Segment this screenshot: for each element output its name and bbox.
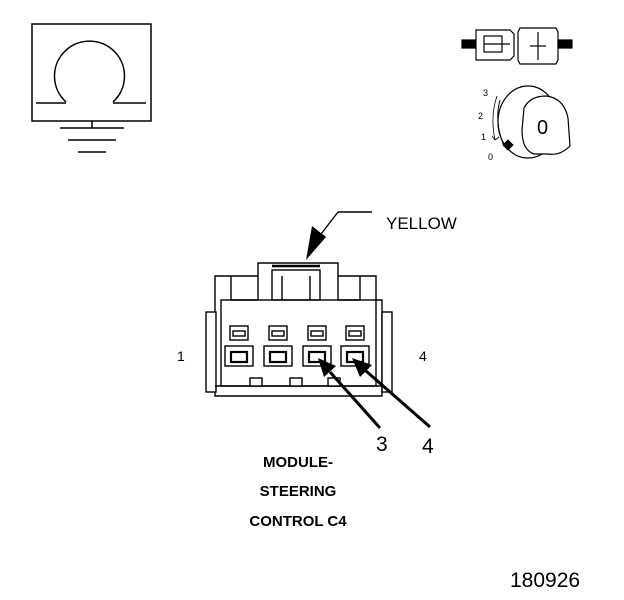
ground-symbol-icon [31,23,152,153]
pin-3-callout-label: 3 [376,433,388,456]
color-callout-leader [306,211,372,260]
ignition-key-icon [491,85,571,159]
terminal-cavity-1 [224,325,254,367]
connector-title-line-2: STEERING [259,483,337,500]
pin-3-arrow [318,358,382,429]
key-position-1: 1 [481,132,487,142]
pin-1-label: 1 [177,348,185,364]
connector-c4 [205,262,393,397]
pin-4-callout-label: 4 [422,435,434,458]
figure-number: 180926 [510,569,581,592]
pin-4-arrow [352,358,431,429]
key-position-2: 2 [478,111,484,121]
wire-color-label: YELLOW [386,214,457,233]
key-position-3: 3 [483,88,489,98]
connector-plug-icon [461,27,573,65]
connector-title-line-3: CONTROL C4 [249,513,347,530]
terminal-cavity-3 [302,325,332,367]
pin-4-label: 4 [419,348,427,364]
key-position-0: 0 [488,152,494,162]
key-head-label: 0 [537,117,549,139]
terminal-cavity-4 [340,325,370,367]
terminal-cavity-2 [263,325,293,367]
connector-title-line-1: MODULE- [263,454,333,471]
